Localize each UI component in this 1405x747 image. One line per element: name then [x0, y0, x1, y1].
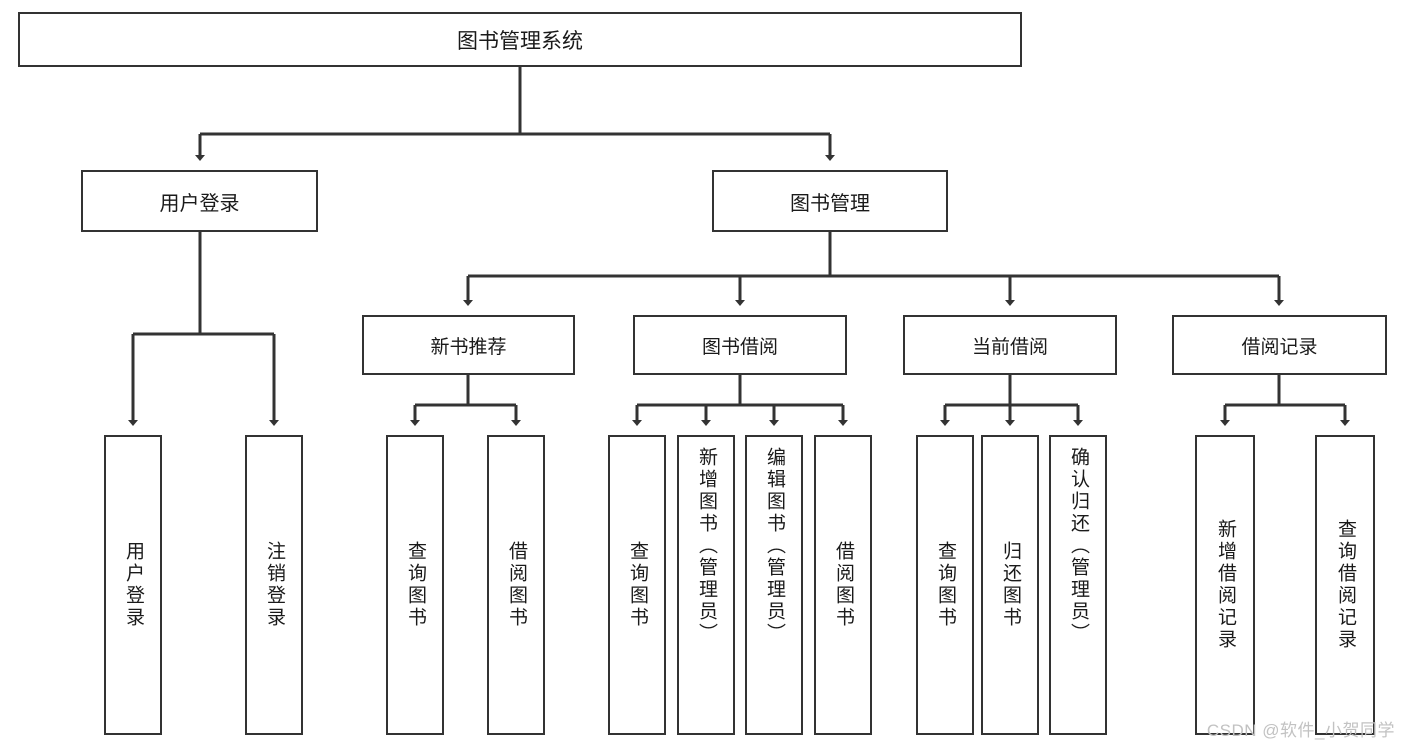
- leaf-user-login-logout[interactable]: 注销登录: [245, 435, 303, 735]
- leaf-current-confirm-return-admin[interactable]: 确认归还（管理员）: [1049, 435, 1107, 735]
- leaf-borrow-edit-book-admin[interactable]: 编辑图书（管理员）: [745, 435, 803, 735]
- node-label: 图书借阅: [701, 336, 778, 358]
- leaf-borrow-borrow-book[interactable]: 借阅图书: [814, 435, 872, 735]
- leaf-current-query-book[interactable]: 查询图书: [916, 435, 974, 735]
- leaf-label: 查询借阅记录: [1334, 519, 1356, 651]
- leaf-label: 新增图书（管理员）: [695, 447, 717, 645]
- leaf-label: 确认归还（管理员）: [1067, 447, 1089, 645]
- leaf-label: 归还图书: [999, 541, 1021, 629]
- node-root-system[interactable]: 图书管理系统: [18, 12, 1022, 67]
- leaf-label: 编辑图书（管理员）: [763, 447, 785, 645]
- node-label: 用户登录: [159, 192, 240, 215]
- node-new-book-recommend[interactable]: 新书推荐: [362, 315, 575, 375]
- node-book-management[interactable]: 图书管理: [712, 170, 948, 232]
- leaf-label: 查询图书: [404, 541, 426, 629]
- leaf-label: 查询图书: [934, 541, 956, 629]
- node-label: 图书管理系统: [457, 29, 583, 53]
- leaf-label: 借阅图书: [832, 541, 854, 629]
- node-label: 借阅记录: [1241, 336, 1318, 358]
- node-label: 图书管理: [790, 192, 870, 215]
- leaf-new-book-borrow[interactable]: 借阅图书: [487, 435, 545, 735]
- leaf-records-add-record[interactable]: 新增借阅记录: [1195, 435, 1255, 735]
- leaf-label: 注销登录: [263, 541, 285, 629]
- leaf-label: 用户登录: [122, 541, 144, 629]
- leaf-label: 新增借阅记录: [1214, 519, 1236, 651]
- leaf-borrow-add-book-admin[interactable]: 新增图书（管理员）: [677, 435, 735, 735]
- node-label: 新书推荐: [430, 336, 507, 358]
- leaf-user-login-login[interactable]: 用户登录: [104, 435, 162, 735]
- leaf-label: 查询图书: [626, 541, 648, 629]
- leaf-label: 借阅图书: [505, 541, 527, 629]
- node-book-borrow[interactable]: 图书借阅: [633, 315, 847, 375]
- node-user-login[interactable]: 用户登录: [81, 170, 318, 232]
- node-current-borrow[interactable]: 当前借阅: [903, 315, 1117, 375]
- leaf-records-query-record[interactable]: 查询借阅记录: [1315, 435, 1375, 735]
- leaf-new-book-query[interactable]: 查询图书: [386, 435, 444, 735]
- leaf-current-return-book[interactable]: 归还图书: [981, 435, 1039, 735]
- node-label: 当前借阅: [971, 336, 1048, 358]
- leaf-borrow-query-book[interactable]: 查询图书: [608, 435, 666, 735]
- node-borrow-records[interactable]: 借阅记录: [1172, 315, 1387, 375]
- watermark: CSDN @软件_小贺同学: [1206, 721, 1395, 740]
